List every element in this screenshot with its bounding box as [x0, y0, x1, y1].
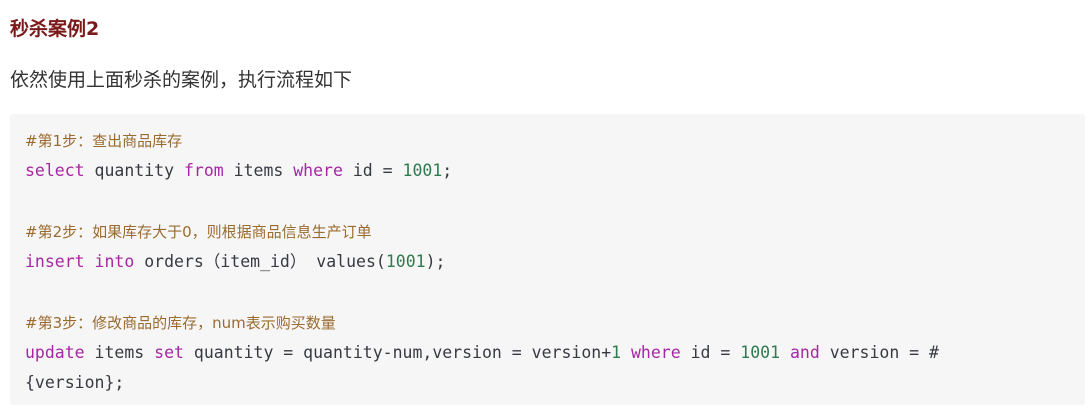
intro-paragraph: 依然使用上面秒杀的案例，执行流程如下	[10, 69, 353, 91]
keyword-where: where	[631, 343, 681, 363]
keyword-and: and	[789, 343, 820, 363]
comment-text: #第1步：查出商品库存	[25, 132, 183, 150]
code-text: quantity = quantity-num,version = versio…	[183, 343, 612, 363]
code-text	[780, 343, 790, 362]
number-literal: 1	[611, 343, 622, 363]
number-literal: 1001	[402, 161, 443, 181]
keyword-insert: insert	[25, 252, 85, 272]
keyword-into: into	[94, 252, 135, 272]
keyword-update: update	[25, 343, 85, 363]
comment-text: #第3步：修改商品的库存，num表示购买数量	[25, 313, 336, 332]
number-literal: 1001	[740, 343, 781, 363]
keyword-set: set	[154, 343, 184, 363]
code-block: #第1步：查出商品库存 select quantity from items w…	[10, 114, 1085, 405]
code-text: ;	[442, 161, 453, 181]
code-line-update-cont: {version};	[25, 368, 1085, 398]
code-text: );	[425, 252, 446, 272]
section-heading: 秒杀案例2	[10, 18, 100, 40]
code-text	[85, 252, 95, 271]
keyword-where: where	[293, 161, 343, 181]
blank-line	[25, 187, 1085, 217]
code-comment-step1: #第1步：查出商品库存	[25, 126, 1085, 156]
code-text: id =	[680, 343, 741, 363]
number-literal: 1001	[385, 252, 426, 272]
comment-text: #第2步：如果库存大于0，则根据商品信息生产订单	[25, 222, 372, 241]
code-text: {version};	[25, 373, 125, 393]
code-line-select: select quantity from items where id = 10…	[25, 156, 1085, 186]
code-text: orders（item_id） values(	[134, 252, 386, 272]
blank-line	[25, 277, 1085, 307]
keyword-from: from	[183, 161, 224, 181]
code-comment-step3: #第3步：修改商品的库存，num表示购买数量	[25, 308, 1085, 338]
code-text: quantity	[84, 161, 184, 181]
code-line-update: update items set quantity = quantity-num…	[25, 338, 1085, 368]
keyword-select: select	[25, 161, 85, 181]
code-text: id =	[342, 161, 403, 181]
code-comment-step2: #第2步：如果库存大于0，则根据商品信息生产订单	[25, 217, 1085, 247]
code-text: version = #	[819, 343, 939, 363]
code-line-insert: insert into orders（item_id） values(1001)…	[25, 247, 1085, 277]
code-text	[621, 343, 631, 362]
code-text: items	[84, 343, 155, 363]
code-text: items	[223, 161, 294, 181]
